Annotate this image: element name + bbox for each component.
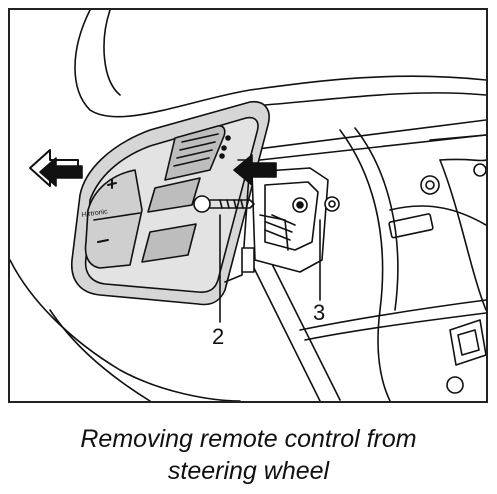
- figure-caption: Removing remote control from steering wh…: [0, 423, 497, 487]
- caption-line-1: Removing remote control from: [80, 425, 417, 453]
- screw: [193, 195, 255, 213]
- remote-control-unit: [71, 100, 270, 306]
- steering-wheel-illustration: Hirtronic: [10, 10, 486, 401]
- callout-3: 3: [313, 300, 326, 325]
- screw-hole: [324, 196, 340, 212]
- control-brand-label: Hirtronic: [81, 208, 108, 219]
- insertion-arrow: [233, 154, 277, 186]
- caption-line-2: steering wheel: [167, 457, 330, 485]
- control-plus-symbol: [107, 179, 117, 189]
- removal-direction-arrow: [29, 149, 83, 187]
- steering-wheel-rim: [10, 10, 486, 401]
- mounting-bracket: [241, 167, 329, 273]
- control-minus-symbol: [97, 239, 109, 243]
- illustration-frame: Hirtronic: [8, 8, 488, 403]
- steering-column-structure: [249, 119, 486, 401]
- callout-2: 2: [212, 324, 225, 349]
